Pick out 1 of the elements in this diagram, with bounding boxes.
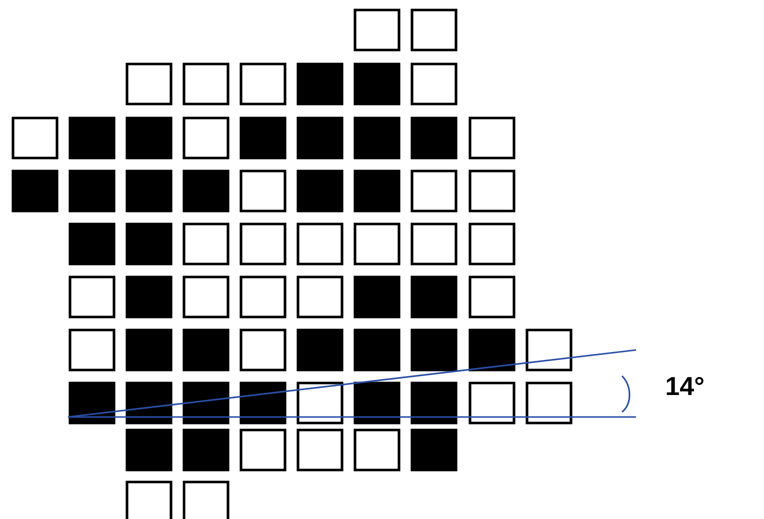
angle-label: 14° [666,376,704,396]
